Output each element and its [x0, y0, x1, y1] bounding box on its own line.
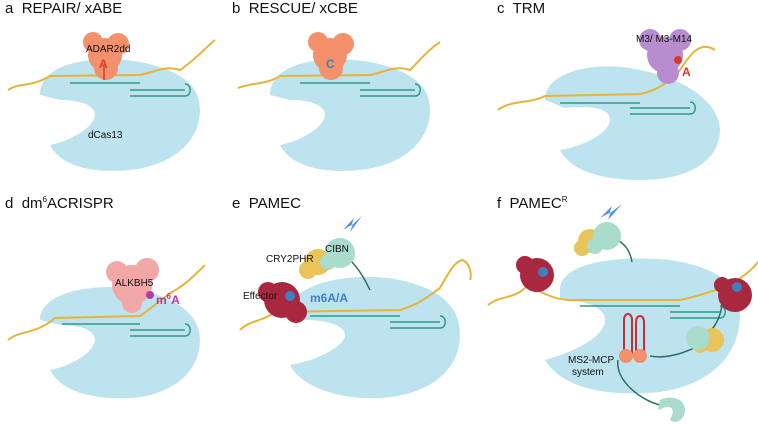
m6a-a-label: m6A/A	[310, 291, 349, 305]
guide-rna-e	[310, 315, 446, 329]
edited-base-a-label: A	[99, 57, 108, 71]
alkbh5-protein-d	[106, 258, 159, 313]
target-rna-e	[239, 258, 472, 331]
panel-e	[239, 216, 472, 399]
ms2-mcp-label: MS2-MCP	[568, 355, 615, 366]
target-rna-a	[7, 39, 216, 91]
guide-rna-d	[62, 323, 191, 337]
cibn-protein-f-top	[587, 222, 621, 254]
m3-m14-label: M3/ M3-M14	[636, 34, 693, 45]
target-rna-b	[237, 41, 441, 89]
effector-protein-f-right	[714, 277, 752, 312]
adar-protein-b	[308, 32, 354, 80]
panel-c	[497, 29, 720, 180]
mcp-proteins-f	[619, 349, 647, 363]
edited-base-c-panel-label: A	[682, 65, 691, 79]
cry2phr-label: CRY2PHR	[266, 254, 314, 265]
ms2-hairpins-f	[623, 313, 645, 355]
effector-protein-e	[258, 282, 307, 323]
dcas13-protein-e	[290, 276, 460, 399]
alkbh5-label: ALKBH5	[115, 278, 154, 289]
panel-b-title: b RESCUE/ xCBE	[232, 0, 358, 17]
panel-c-title: c TRM	[497, 0, 546, 17]
linker-f-3	[617, 239, 633, 263]
system-label: system	[572, 367, 604, 378]
panel-e-title: e PAMEC	[232, 195, 301, 212]
target-rna-f	[487, 261, 758, 306]
panel-b	[237, 32, 441, 171]
panel-d-title: d dm6ACRISPR	[5, 195, 114, 212]
cibn-protein-f-free	[658, 397, 685, 422]
guide-rna-a	[70, 82, 191, 97]
linker-f-2	[617, 359, 661, 406]
target-rna-d	[7, 264, 206, 341]
panel-d	[7, 258, 206, 399]
cibn-protein-f-bottom	[686, 326, 710, 350]
base-dot-c	[674, 56, 682, 64]
effector-protein-f-left	[516, 256, 554, 292]
lightning-icon	[343, 216, 362, 232]
dcas13-protein-a	[40, 59, 200, 171]
effector-dot-e	[285, 291, 295, 301]
dcas13-label: dCas13	[88, 130, 123, 141]
panel-a	[7, 32, 216, 171]
dcas13-protein-f	[545, 258, 740, 394]
trm-protein-c	[639, 29, 691, 84]
adar-protein-a	[83, 32, 129, 80]
dcas13-protein-c	[545, 66, 720, 180]
panel-f-title: f PAMECR	[497, 195, 568, 212]
adar2dd-label: ADAR2dd	[86, 44, 131, 55]
effector-dot-f-left	[538, 267, 548, 277]
cibn-protein-e	[320, 238, 355, 270]
base-dot-d	[146, 291, 154, 299]
panel-f	[487, 204, 758, 422]
effector-dot-f-right	[732, 282, 742, 292]
edited-base-c-label: C	[326, 57, 335, 71]
linker-e	[349, 259, 371, 291]
guide-rna-c	[560, 101, 696, 115]
lightning-icon-f	[600, 204, 622, 220]
dcas13-protein-d	[40, 287, 200, 399]
target-rna-c	[497, 45, 716, 111]
dcas13-protein-b	[270, 59, 430, 171]
panel-a-title: a REPAIR/ xABE	[5, 0, 123, 17]
m6a-label: m6A	[156, 292, 180, 307]
cibn-label: CIBN	[325, 244, 349, 255]
guide-rna-b	[300, 82, 421, 97]
effector-label: Effector	[243, 291, 278, 302]
